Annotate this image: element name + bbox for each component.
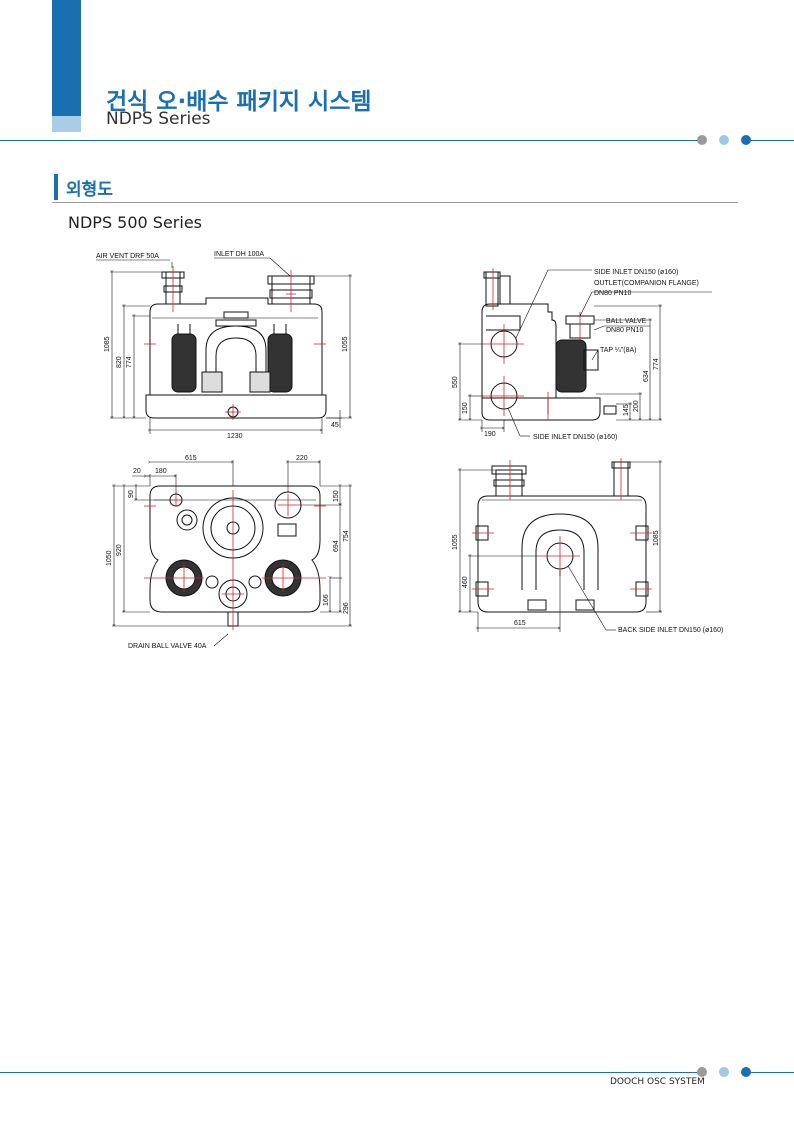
dim-190: 190 xyxy=(484,431,496,438)
dim-180: 180 xyxy=(155,468,167,475)
dim-550: 550 xyxy=(452,376,459,388)
front-view-centerlines xyxy=(144,266,326,420)
dim-920: 920 xyxy=(116,544,123,556)
side-view-centerlines xyxy=(484,268,581,420)
dim-1085: 1085 xyxy=(104,336,111,352)
dim-220: 220 xyxy=(296,455,308,462)
page-title: 건식 오·배수 패키지 시스템 xyxy=(106,89,372,115)
section-title: 외형도 xyxy=(66,180,113,200)
dim-296: 296 xyxy=(343,602,350,614)
dim-615-back: 615 xyxy=(514,620,526,627)
label-side-inlet-top: SIDE INLET DN150 (ø160) xyxy=(594,269,678,276)
back-view-dimlines xyxy=(458,462,662,632)
model-title: NDPS 500 Series xyxy=(68,213,203,232)
dim-634: 634 xyxy=(643,370,650,382)
header-dot-light xyxy=(719,135,729,145)
dim-1050: 1050 xyxy=(106,550,113,566)
label-back-inlet: BACK SIDE INLET DN150 (ø160) xyxy=(618,627,723,634)
label-inlet: INLET DH 100A xyxy=(214,251,264,258)
page-subtitle: NDPS Series xyxy=(106,109,211,129)
top-view-centerlines xyxy=(144,490,326,630)
label-drain: DRAIN BALL VALVE 40A xyxy=(128,643,207,650)
footer-dot-light xyxy=(719,1067,729,1077)
label-ball-valve-2: DN80 PN10 xyxy=(606,327,643,334)
front-view-dimlines xyxy=(96,257,352,434)
label-tap: TAP ¼"(8A) xyxy=(600,347,636,354)
header-rule-end xyxy=(751,140,794,141)
label-air-vent: AIR VENT DRF 50A xyxy=(96,253,159,260)
header-rule xyxy=(0,140,700,141)
header-accent-bar-light xyxy=(52,116,81,132)
footer-dot-gray xyxy=(697,1067,707,1077)
dim-150-side: 150 xyxy=(462,402,469,414)
header-dot-gray xyxy=(697,135,707,145)
dim-694: 694 xyxy=(333,540,340,552)
back-view-drawing xyxy=(475,461,649,613)
dim-166: 166 xyxy=(323,594,330,606)
dim-1055: 1055 xyxy=(342,336,349,352)
label-side-inlet-bottom: SIDE INLET DN150 (ø160) xyxy=(533,434,617,441)
dim-90: 90 xyxy=(128,490,135,498)
footer-brand: DOOCH OSC SYSTEM xyxy=(610,1077,705,1087)
top-view-dimlines xyxy=(112,460,352,647)
side-view-dimlines xyxy=(458,269,712,437)
back-view-centerlines xyxy=(472,458,652,590)
dim-1085-back: 1085 xyxy=(653,530,660,546)
header-dot-blue xyxy=(741,135,751,145)
dim-460: 460 xyxy=(462,576,469,588)
header-accent-bar xyxy=(52,0,81,116)
top-view-drawing xyxy=(149,485,321,627)
dim-615-top: 615 xyxy=(185,455,197,462)
footer-rule xyxy=(0,1072,700,1073)
label-outlet-1: OUTLET(COMPANION FLANGE) xyxy=(594,280,699,287)
dim-1230: 1230 xyxy=(227,433,243,440)
dim-1055-back: 1055 xyxy=(452,534,459,550)
dim-145: 145 xyxy=(623,404,630,416)
footer-rule-end xyxy=(751,1072,794,1073)
label-outlet-2: DN80 PN10 xyxy=(594,290,631,297)
dim-774: 774 xyxy=(126,356,133,368)
dim-150-top: 150 xyxy=(333,490,340,502)
dim-200: 200 xyxy=(633,400,640,412)
section-rule xyxy=(52,202,738,203)
dim-754: 754 xyxy=(343,530,350,542)
dim-45: 45 xyxy=(331,422,339,429)
dim-20: 20 xyxy=(133,468,141,475)
dim-774-side: 774 xyxy=(653,358,660,370)
footer-dot-blue xyxy=(741,1067,751,1077)
section-marker xyxy=(54,174,58,200)
dim-820: 820 xyxy=(116,356,123,368)
label-ball-valve-1: BALL VALVE xyxy=(606,318,647,325)
